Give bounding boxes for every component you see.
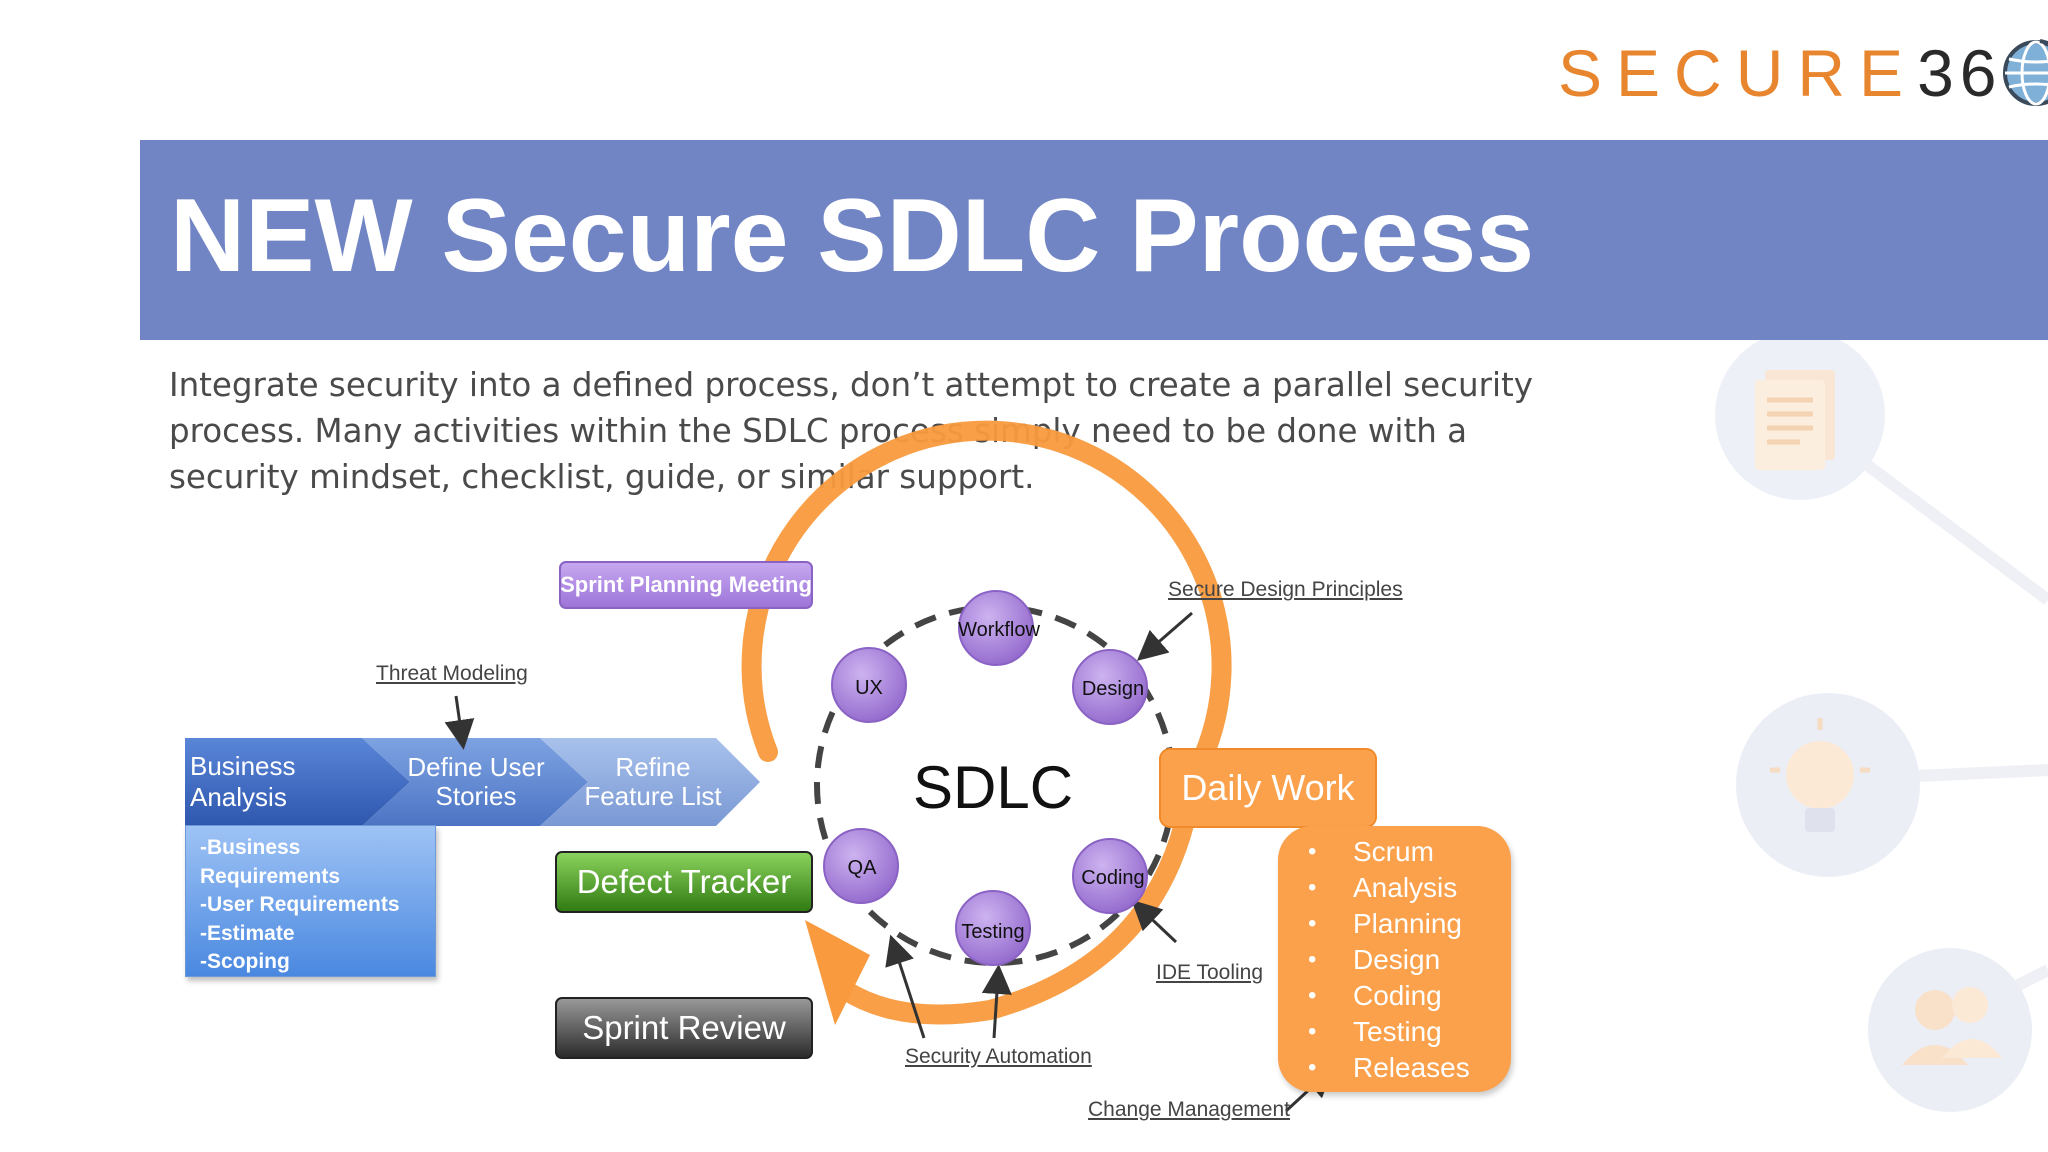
secure360-logo: SECURE 36 <box>1558 38 2048 108</box>
step-business-analysis <box>185 738 410 826</box>
daily-work-box <box>1159 748 1377 828</box>
bullet-icon: • <box>1308 982 1317 1009</box>
sdlc-center-label: SDLC <box>913 754 1073 821</box>
security-automation-arrow-2 <box>981 964 1012 1039</box>
node-label: Workflow <box>958 619 1040 641</box>
logo-number: 36 <box>1917 36 2003 110</box>
step-label-define-user-stories: Define User Stories <box>400 738 552 826</box>
list-item-text: Releases <box>1353 1052 1470 1083</box>
bullet-icon: • <box>1308 1054 1317 1081</box>
sprint-planning-box <box>559 561 813 609</box>
step-text: Business Analysis <box>190 751 296 812</box>
sdlc-node-ux: UX <box>831 647 907 723</box>
node-label: QA <box>848 857 878 879</box>
node-label: Coding <box>1081 867 1144 889</box>
sprint-review-label: Sprint Review <box>556 998 812 1058</box>
pipeline <box>185 738 760 826</box>
node-label: UX <box>855 677 883 699</box>
sprint-planning-label: Sprint Planning Meeting <box>560 562 812 608</box>
page-title: NEW Secure SDLC Process <box>170 178 1535 294</box>
sprint-planning-text: Sprint Planning Meeting <box>560 572 812 597</box>
sdlc-node-workflow: Workflow <box>958 590 1040 666</box>
daily-work-title: Daily Work <box>1181 767 1355 808</box>
sdlc-node-design: Design <box>1072 649 1148 725</box>
defect-tracker-text: Defect Tracker <box>576 863 792 900</box>
requirements-box: -Business Requirements -User Requirement… <box>185 825 436 977</box>
ide-tooling-callout: IDE Tooling <box>1156 961 1264 984</box>
sprint-review-box <box>555 997 813 1059</box>
step-define-user-stories <box>362 738 588 826</box>
secure-design-arrow <box>1136 611 1193 661</box>
people-icon <box>1868 948 2032 1112</box>
threat-modeling-callout: Threat Modeling <box>376 662 528 685</box>
bullet-icon: • <box>1308 838 1317 865</box>
requirement-item: -Business Requirements <box>200 836 341 888</box>
requirement-item: -User Requirements <box>200 893 400 916</box>
bullet-icon: • <box>1308 910 1317 937</box>
bullet-icon: • <box>1308 874 1317 901</box>
globe-icon <box>2003 39 2048 106</box>
sdlc-node-coding: Coding <box>1072 838 1148 914</box>
node-label: Testing <box>961 921 1024 943</box>
threat-modeling-arrow <box>444 695 475 750</box>
list-item-text: Testing <box>1353 1016 1442 1047</box>
intro-paragraph: Integrate security into a defined proces… <box>169 366 1534 496</box>
list-item: • Design <box>1278 942 1511 978</box>
document-icon <box>1715 330 1885 500</box>
list-item: • Releases <box>1278 1050 1511 1086</box>
defect-tracker-label: Defect Tracker <box>556 852 812 912</box>
cycle-arrow-head <box>805 920 870 1025</box>
daily-work-label: Daily Work <box>1160 749 1376 827</box>
bullet-icon: • <box>1308 1018 1317 1045</box>
list-item: • Scrum <box>1278 834 1511 870</box>
background-decoration <box>1715 330 2048 1112</box>
list-item-text: Planning <box>1353 908 1462 939</box>
list-item: • Coding <box>1278 978 1511 1014</box>
list-item: • Testing <box>1278 1014 1511 1050</box>
list-item-text: Design <box>1353 944 1441 975</box>
security-automation-callout: Security Automation <box>905 1045 1092 1068</box>
requirement-item: -Estimate <box>200 921 295 945</box>
lightbulb-icon <box>1736 693 1920 877</box>
list-item: • Planning <box>1278 906 1511 942</box>
sdlc-node-testing: Testing <box>955 890 1031 966</box>
sprint-review-text: Sprint Review <box>582 1009 786 1046</box>
step-label-refine-feature-list: Refine Feature List <box>580 738 726 826</box>
node-label: Design <box>1082 678 1144 700</box>
list-item-text: Analysis <box>1353 872 1458 903</box>
step-text: Refine Feature List <box>584 752 722 811</box>
security-automation-arrow-1 <box>885 934 926 1039</box>
list-item-text: Coding <box>1353 980 1442 1011</box>
ide-tooling-arrow <box>1131 899 1178 944</box>
requirement-item: -Scoping <box>200 950 290 973</box>
bullet-icon: • <box>1308 946 1317 973</box>
logo-text: SECURE <box>1558 36 1918 110</box>
step-text: Define User Stories <box>407 752 545 811</box>
sdlc-node-qa: QA <box>823 828 899 904</box>
step-refine-feature-list <box>540 738 760 826</box>
title-banner <box>140 140 2048 340</box>
daily-work-list: • Scrum • Analysis • Planning • Design • Codi… <box>1278 826 1511 1092</box>
secure-design-callout: Secure Design Principles <box>1168 578 1403 601</box>
step-label-business-analysis: Business Analysis <box>190 738 390 826</box>
change-management-callout: Change Management <box>1088 1098 1290 1121</box>
cycle-arrow-arc <box>741 420 1232 1025</box>
list-item: • Analysis <box>1278 870 1511 906</box>
defect-tracker-box <box>555 851 813 913</box>
list-item-text: Scrum <box>1353 836 1434 867</box>
